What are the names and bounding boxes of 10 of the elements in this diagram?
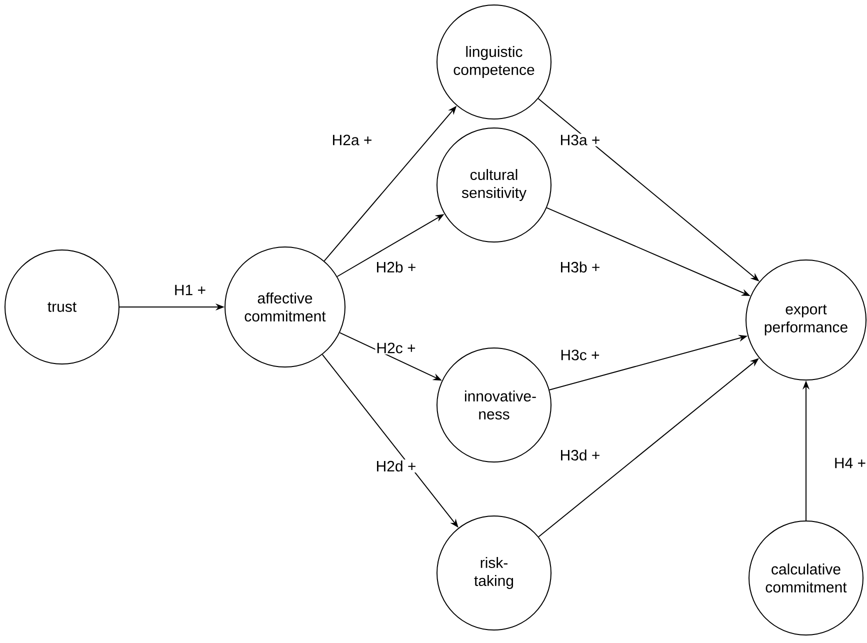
edge-label: H1 +	[172, 284, 208, 296]
edge-label: H3d +	[558, 448, 602, 462]
edge-label: H2b +	[374, 260, 418, 274]
edge-label: H2c +	[375, 342, 417, 354]
edge-label: H2a +	[330, 134, 374, 146]
edge-label: H4 +	[832, 456, 867, 470]
edge-label: H3b +	[558, 260, 602, 274]
edge-label: H3c +	[559, 348, 601, 362]
edge-label: H2d +	[374, 460, 418, 473]
edge-label: H3a +	[558, 134, 602, 146]
